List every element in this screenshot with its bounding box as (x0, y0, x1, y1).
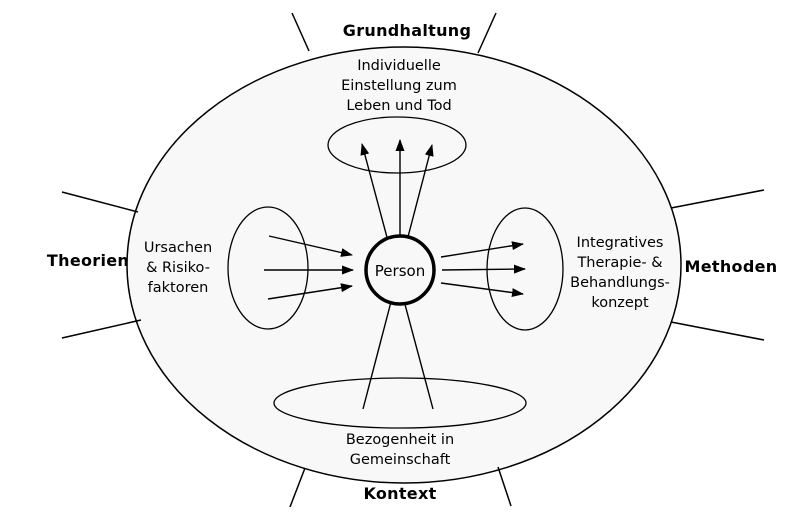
arrow-left-bottom (267, 283, 353, 300)
label-kontext: Kontext (363, 484, 437, 503)
label-bezogenheit-gemeinschaft: Bezogenheit in Gemeinschaft (345, 432, 455, 468)
label-individuelle-einstellung: Individuelle Einstellung zum Leben und T… (341, 58, 457, 114)
spoke-bottom-right (497, 466, 512, 507)
arrow-right-middle (441, 264, 526, 274)
spokes (61, 12, 765, 508)
arrow-right-bottom (440, 282, 524, 297)
label-ursachen-risikofaktoren: Ursachen & Risiko- faktoren (143, 240, 213, 296)
label-grundhaltung: Grundhaltung (342, 21, 472, 40)
label-theorien: Theorien (46, 251, 130, 270)
inner-ellipse-top (327, 116, 467, 174)
right-arrows (440, 241, 526, 297)
spoke-left-upper (61, 191, 139, 213)
spoke-right-lower (670, 321, 765, 341)
inner-ellipse-bottom (273, 377, 527, 429)
arrow-right-top (440, 241, 524, 258)
spoke-top-right (477, 12, 497, 54)
spoke-top-left (291, 12, 310, 52)
spoke-left-lower (61, 319, 142, 339)
label-integratives-konzept: Integratives Therapie- & Behandlungs- ko… (570, 235, 670, 311)
label-methoden: Methoden (684, 257, 778, 276)
inner-ellipse-left (227, 206, 309, 330)
person-label: Person (374, 262, 426, 280)
left-arrows (264, 235, 354, 300)
spoke-bottom-left (289, 467, 306, 508)
arrow-left-top (268, 235, 353, 257)
spoke-right-upper (670, 189, 765, 209)
person-circle (364, 234, 436, 306)
